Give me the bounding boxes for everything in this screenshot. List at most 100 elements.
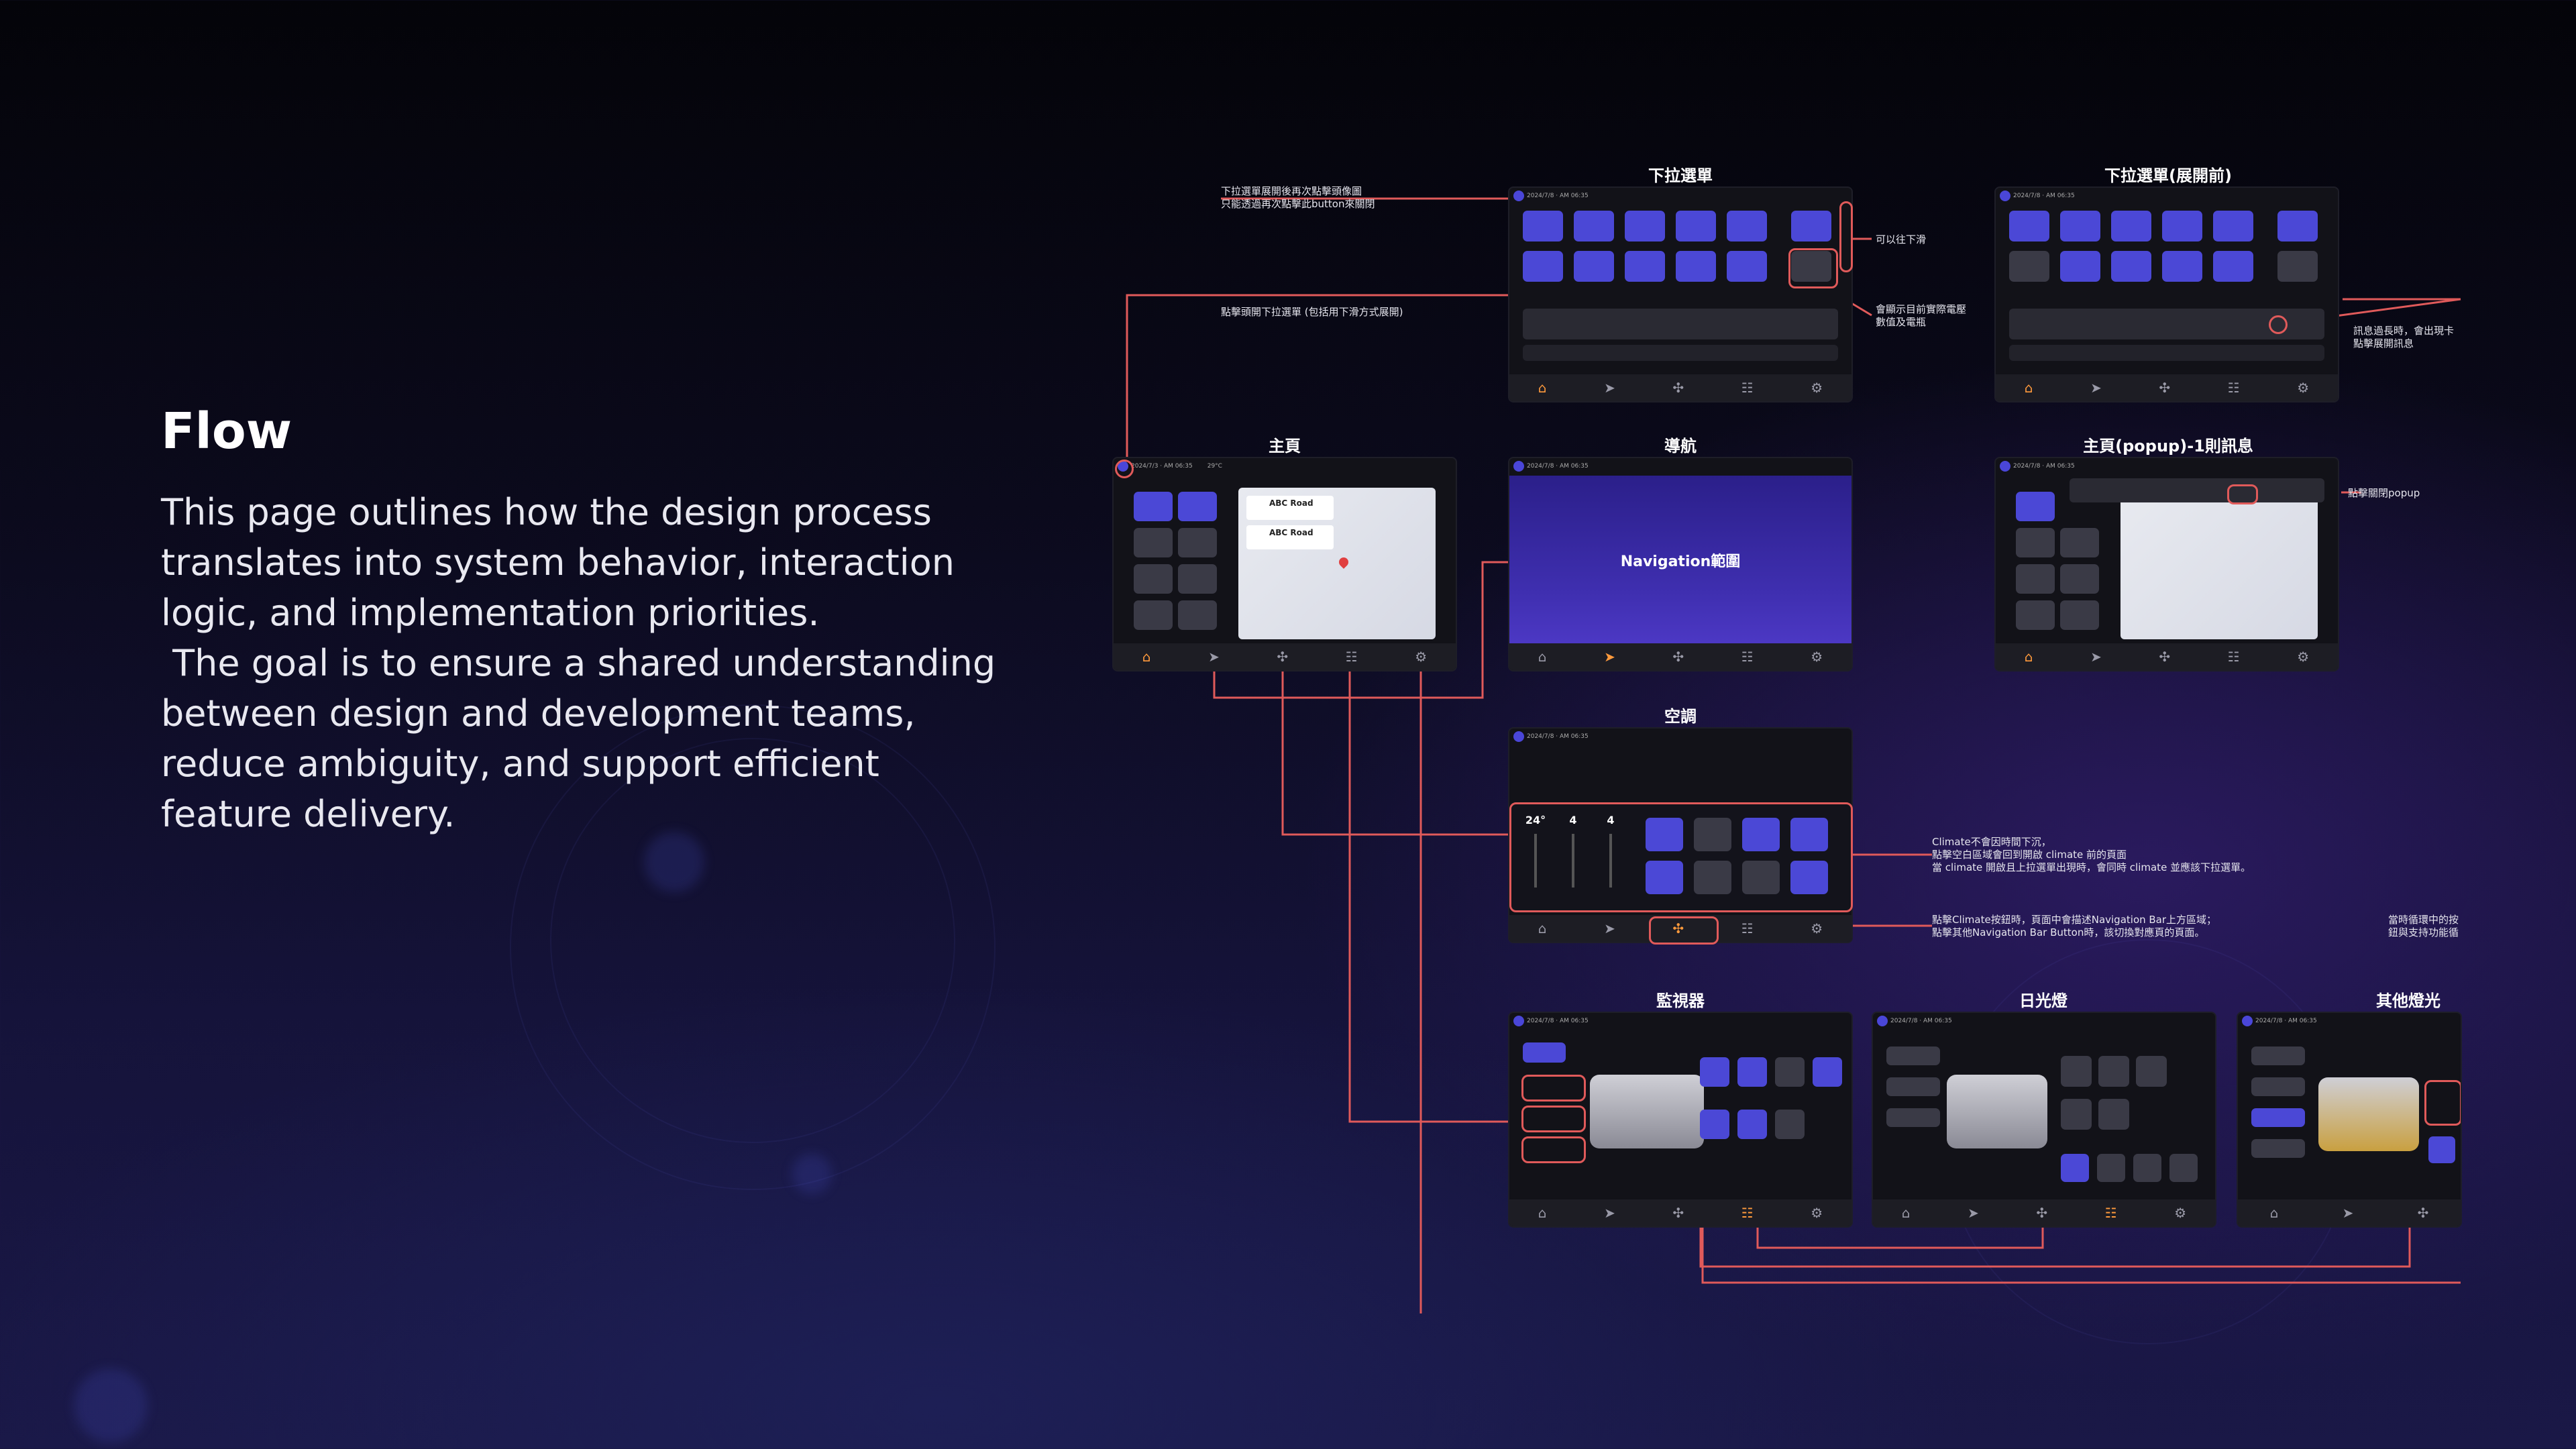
- settings-icon[interactable]: ⚙: [1415, 649, 1428, 665]
- shortcut-button[interactable]: [2060, 564, 2099, 594]
- climate-button[interactable]: [1790, 861, 1828, 894]
- settings-icon[interactable]: ⚙: [1811, 1205, 1823, 1221]
- light-button[interactable]: [2424, 1080, 2461, 1126]
- fan-icon[interactable]: ✣: [1672, 920, 1684, 936]
- fan-icon[interactable]: ✣: [2036, 1205, 2048, 1221]
- quick-button[interactable]: [2111, 251, 2151, 282]
- map-view[interactable]: [2121, 488, 2318, 639]
- shortcut-button[interactable]: [2016, 564, 2055, 594]
- quick-button[interactable]: [1625, 251, 1665, 282]
- sliders-icon[interactable]: ☷: [1741, 1205, 1754, 1221]
- navigate-icon[interactable]: ➤: [1604, 920, 1615, 936]
- navigate-icon[interactable]: ➤: [1604, 380, 1615, 396]
- light-button[interactable]: [2136, 1056, 2167, 1087]
- temp-slider[interactable]: 24°: [1525, 814, 1546, 826]
- avatar[interactable]: [1513, 191, 1524, 201]
- settings-icon[interactable]: ⚙: [2297, 380, 2310, 396]
- climate-button[interactable]: [1694, 818, 1731, 851]
- light-tab[interactable]: [2251, 1046, 2305, 1065]
- light-tab[interactable]: [1886, 1108, 1940, 1127]
- navigate-icon[interactable]: ➤: [1604, 1205, 1615, 1221]
- fan-icon[interactable]: ✣: [1672, 380, 1684, 396]
- avatar[interactable]: [1513, 461, 1524, 472]
- camera-button[interactable]: [1775, 1110, 1805, 1139]
- shortcut-button[interactable]: [1178, 528, 1217, 557]
- quick-button[interactable]: [2162, 251, 2202, 282]
- shortcut-button[interactable]: [1178, 564, 1217, 594]
- light-button[interactable]: [2061, 1154, 2089, 1182]
- home-icon[interactable]: ⌂: [2024, 649, 2033, 665]
- settings-icon[interactable]: ⚙: [2174, 1205, 2187, 1221]
- shortcut-button[interactable]: [1178, 492, 1217, 521]
- quick-button[interactable]: [2213, 211, 2253, 241]
- shortcut-button[interactable]: [2060, 528, 2099, 557]
- home-icon[interactable]: ⌂: [1538, 920, 1547, 936]
- quick-button[interactable]: [2162, 211, 2202, 241]
- camera-tab[interactable]: [1523, 1042, 1566, 1063]
- quick-button[interactable]: [1727, 251, 1767, 282]
- navigate-icon[interactable]: ➤: [2090, 380, 2102, 396]
- fan-slider[interactable]: 4: [1607, 814, 1615, 826]
- shortcut-button[interactable]: [1178, 600, 1217, 630]
- message-card[interactable]: [1523, 309, 1838, 339]
- settings-icon[interactable]: ⚙: [1811, 380, 1823, 396]
- shortcut-button[interactable]: [2016, 492, 2055, 521]
- shortcut-button[interactable]: [2060, 600, 2099, 630]
- message-card[interactable]: [2009, 345, 2324, 361]
- shortcut-button[interactable]: [2016, 528, 2055, 557]
- climate-button[interactable]: [1790, 818, 1828, 851]
- fan-icon[interactable]: ✣: [2417, 1205, 2429, 1221]
- light-button[interactable]: [2428, 1136, 2455, 1163]
- sliders-icon[interactable]: ☷: [1741, 649, 1754, 665]
- popup-message[interactable]: [2070, 478, 2324, 502]
- shortcut-button[interactable]: [1134, 600, 1173, 630]
- settings-icon[interactable]: ⚙: [1811, 920, 1823, 936]
- fan-icon[interactable]: ✣: [1672, 649, 1684, 665]
- light-button[interactable]: [2133, 1154, 2161, 1182]
- light-tab[interactable]: [2251, 1077, 2305, 1096]
- avatar[interactable]: [1513, 1016, 1524, 1026]
- power-button[interactable]: [1646, 818, 1683, 851]
- light-tab[interactable]: [1886, 1077, 1940, 1096]
- climate-panel[interactable]: 24° 4 4: [1509, 802, 1853, 912]
- light-button[interactable]: [2061, 1056, 2092, 1087]
- home-icon[interactable]: ⌂: [2024, 380, 2033, 396]
- light-tab[interactable]: [1886, 1046, 1940, 1065]
- settings-icon[interactable]: ⚙: [1811, 649, 1823, 665]
- home-icon[interactable]: ⌂: [2269, 1205, 2279, 1221]
- navigate-icon[interactable]: ➤: [1968, 1205, 1979, 1221]
- quick-button[interactable]: [1676, 251, 1716, 282]
- sliders-icon[interactable]: ☷: [2227, 380, 2240, 396]
- home-icon[interactable]: ⌂: [1538, 380, 1547, 396]
- light-button[interactable]: [2098, 1099, 2129, 1130]
- camera-tab[interactable]: [1521, 1106, 1586, 1132]
- camera-button[interactable]: [1700, 1110, 1729, 1139]
- fan-slider[interactable]: 4: [1569, 814, 1577, 826]
- fan-icon[interactable]: ✣: [1672, 1205, 1684, 1221]
- sliders-icon[interactable]: ☷: [1345, 649, 1358, 665]
- light-button[interactable]: [2061, 1099, 2092, 1130]
- quick-button[interactable]: [2277, 211, 2318, 241]
- camera-tab[interactable]: [1521, 1075, 1586, 1102]
- light-button[interactable]: [2097, 1154, 2125, 1182]
- fan-icon[interactable]: ✣: [2159, 649, 2171, 665]
- quick-button[interactable]: [1625, 211, 1665, 241]
- climate-button[interactable]: [1742, 861, 1780, 894]
- sliders-icon[interactable]: ☷: [1741, 920, 1754, 936]
- shortcut-button[interactable]: [1134, 564, 1173, 594]
- avatar[interactable]: [1877, 1016, 1888, 1026]
- sliders-icon[interactable]: ☷: [1741, 380, 1754, 396]
- quick-button[interactable]: [1574, 251, 1614, 282]
- shortcut-button[interactable]: [1134, 528, 1173, 557]
- ac-button[interactable]: [1742, 818, 1780, 851]
- settings-icon[interactable]: ⚙: [2297, 649, 2310, 665]
- fan-icon[interactable]: ✣: [2159, 380, 2171, 396]
- quick-button[interactable]: [1574, 211, 1614, 241]
- shortcut-button[interactable]: [2016, 600, 2055, 630]
- auto-button[interactable]: [1646, 861, 1683, 894]
- shortcut-button[interactable]: [1134, 492, 1173, 521]
- camera-button[interactable]: [1775, 1057, 1805, 1087]
- quick-button[interactable]: [2213, 251, 2253, 282]
- camera-tab[interactable]: [1521, 1136, 1586, 1163]
- home-icon[interactable]: ⌂: [1901, 1205, 1911, 1221]
